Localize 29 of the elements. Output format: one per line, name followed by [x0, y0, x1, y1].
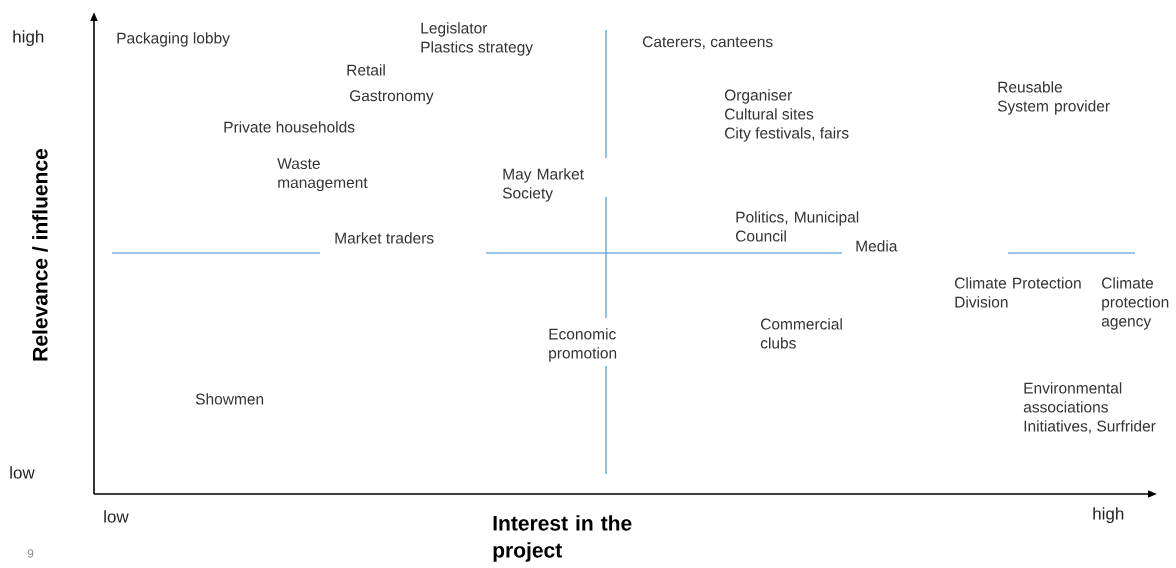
stakeholder-label: Reusable System provider	[997, 81, 1110, 115]
stakeholder-label: Caterers, canteens	[643, 36, 773, 49]
stakeholder-label: Private households	[224, 121, 355, 133]
stakeholder-label: Organiser	[724, 89, 792, 104]
axis-title: Interest in the project	[493, 515, 632, 562]
stakeholder-label: Initiatives, Surfrider	[1024, 420, 1156, 434]
axis-scale-label: low	[10, 466, 35, 479]
stakeholder-label: Plastics strategy	[421, 41, 533, 56]
stakeholder-label: Showmen	[195, 393, 264, 405]
stakeholder-label: Climate protection agency	[1101, 277, 1169, 330]
stakeholder-label: Gastronomy	[350, 90, 434, 105]
stakeholder-label: Economic promotion	[549, 328, 617, 362]
axis-scale-label: high	[13, 30, 44, 47]
stakeholder-label: Retail	[347, 64, 385, 76]
stakeholder-label: City festivals, fairs	[725, 127, 849, 142]
stakeholder-label: Cultural sites	[725, 108, 814, 120]
stakeholder-label: Packaging lobby	[117, 32, 230, 47]
stakeholder-label: Waste management	[277, 158, 368, 192]
stakeholder-label: Environmental associations	[1023, 382, 1122, 413]
stakeholder-label: Commercial clubs	[760, 318, 842, 349]
stakeholder-label: Media	[856, 240, 898, 252]
axis-scale-label: high	[1093, 507, 1124, 524]
axis-scale-label: low	[104, 510, 129, 523]
page-number: 9	[27, 549, 34, 558]
stakeholder-label: Legislator	[421, 22, 488, 37]
stakeholder-label: May Market Society	[502, 168, 584, 202]
stakeholder-label: Market traders	[335, 232, 434, 244]
stakeholder-label: Climate Protection Division	[955, 277, 1081, 308]
axis-title: Relevance / influence	[32, 148, 48, 361]
